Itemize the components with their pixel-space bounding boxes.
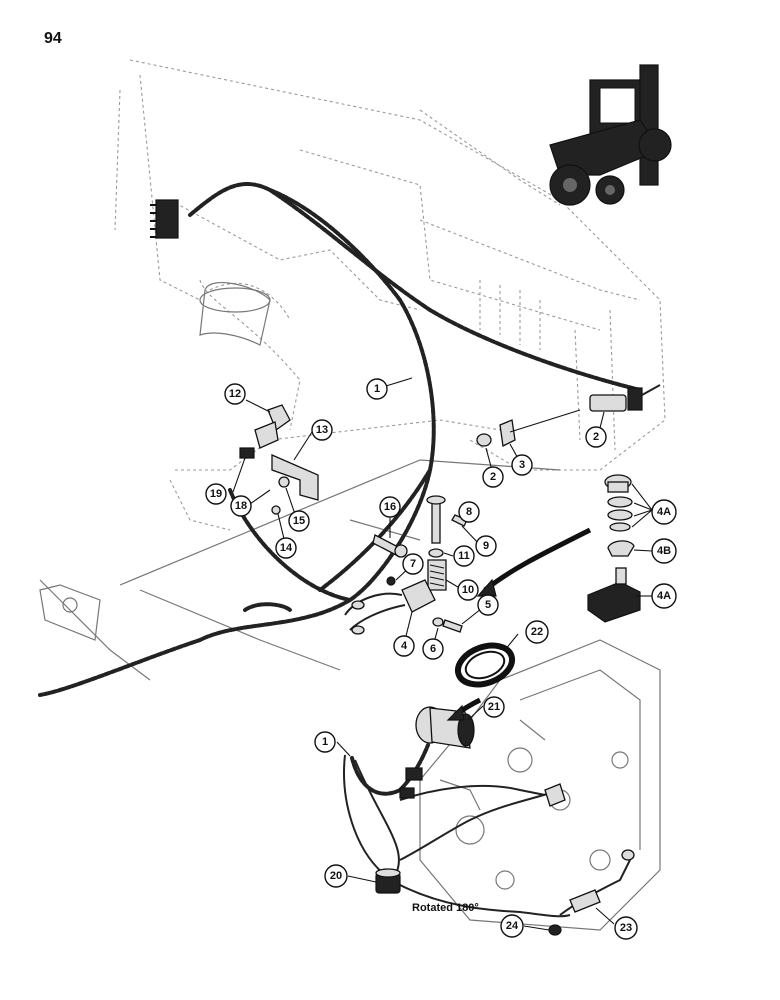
svg-text:2: 2 xyxy=(490,471,496,483)
callout-13: 13 xyxy=(311,419,333,441)
callout-4a: 4A xyxy=(651,583,677,609)
rotation-note: Rotated 180° xyxy=(412,902,479,914)
svg-text:19: 19 xyxy=(210,488,222,500)
callout-9: 9 xyxy=(475,535,497,557)
svg-text:22: 22 xyxy=(531,626,543,638)
callout-1: 1 xyxy=(314,731,336,753)
svg-text:4A: 4A xyxy=(657,590,671,602)
callout-23: 23 xyxy=(614,916,638,940)
svg-text:11: 11 xyxy=(458,550,470,562)
svg-text:13: 13 xyxy=(316,424,328,436)
lower-harness xyxy=(343,743,635,936)
callout-2: 2 xyxy=(585,426,607,448)
bracket-assembly xyxy=(239,404,319,515)
callout-15: 15 xyxy=(288,510,310,532)
svg-text:24: 24 xyxy=(506,920,519,932)
svg-text:18: 18 xyxy=(235,500,247,512)
detail-parts xyxy=(476,474,641,623)
callout-21: 21 xyxy=(483,696,505,718)
svg-text:1: 1 xyxy=(322,736,328,748)
switch-mechanism xyxy=(344,495,468,635)
svg-text:21: 21 xyxy=(488,701,500,713)
callout-3: 3 xyxy=(511,454,533,476)
svg-text:7: 7 xyxy=(410,558,416,570)
svg-text:5: 5 xyxy=(485,599,491,611)
svg-text:8: 8 xyxy=(466,506,472,518)
svg-text:10: 10 xyxy=(462,584,474,596)
svg-text:6: 6 xyxy=(430,643,436,655)
svg-text:2: 2 xyxy=(593,431,599,443)
svg-text:16: 16 xyxy=(384,501,396,513)
callout-20: 20 xyxy=(324,864,348,888)
callout-22: 22 xyxy=(525,620,549,644)
callout-7: 7 xyxy=(402,553,424,575)
callout-6: 6 xyxy=(422,638,444,660)
svg-text:1: 1 xyxy=(374,383,380,395)
callout-19: 19 xyxy=(205,483,227,505)
harness-connector xyxy=(150,199,179,239)
switch-assembly-2 xyxy=(476,384,661,447)
page-number: 94 xyxy=(44,30,62,47)
svg-text:3: 3 xyxy=(519,459,525,471)
callout-4b: 4B xyxy=(651,538,677,564)
callout-12: 12 xyxy=(224,383,246,405)
callout-4: 4 xyxy=(393,635,415,657)
svg-text:14: 14 xyxy=(280,542,293,554)
vehicle-body-outline xyxy=(114,59,666,531)
callout-1: 1 xyxy=(366,378,388,400)
svg-text:4: 4 xyxy=(401,640,408,652)
pedal-outline xyxy=(199,282,271,346)
svg-text:20: 20 xyxy=(330,870,342,882)
svg-text:23: 23 xyxy=(620,922,632,934)
callout-14: 14 xyxy=(275,537,297,559)
callout-18: 18 xyxy=(230,495,252,517)
solenoid-assembly xyxy=(415,642,516,749)
leader-lines xyxy=(232,377,653,931)
callout-8: 8 xyxy=(458,501,480,523)
svg-text:4A: 4A xyxy=(657,506,671,518)
transmission-housing xyxy=(419,639,661,931)
svg-text:9: 9 xyxy=(483,540,489,552)
svg-text:12: 12 xyxy=(229,388,241,400)
callout-11: 11 xyxy=(453,545,475,567)
svg-text:4B: 4B xyxy=(657,545,671,557)
wiring-harness xyxy=(38,182,642,697)
callout-16: 16 xyxy=(379,496,401,518)
callout-24: 24 xyxy=(500,914,524,938)
callout-10: 10 xyxy=(457,579,479,601)
callout-4a: 4A xyxy=(651,499,677,525)
forklift-icon xyxy=(549,64,672,206)
svg-text:15: 15 xyxy=(293,515,305,527)
callout-5: 5 xyxy=(477,594,499,616)
callout-2: 2 xyxy=(482,466,504,488)
